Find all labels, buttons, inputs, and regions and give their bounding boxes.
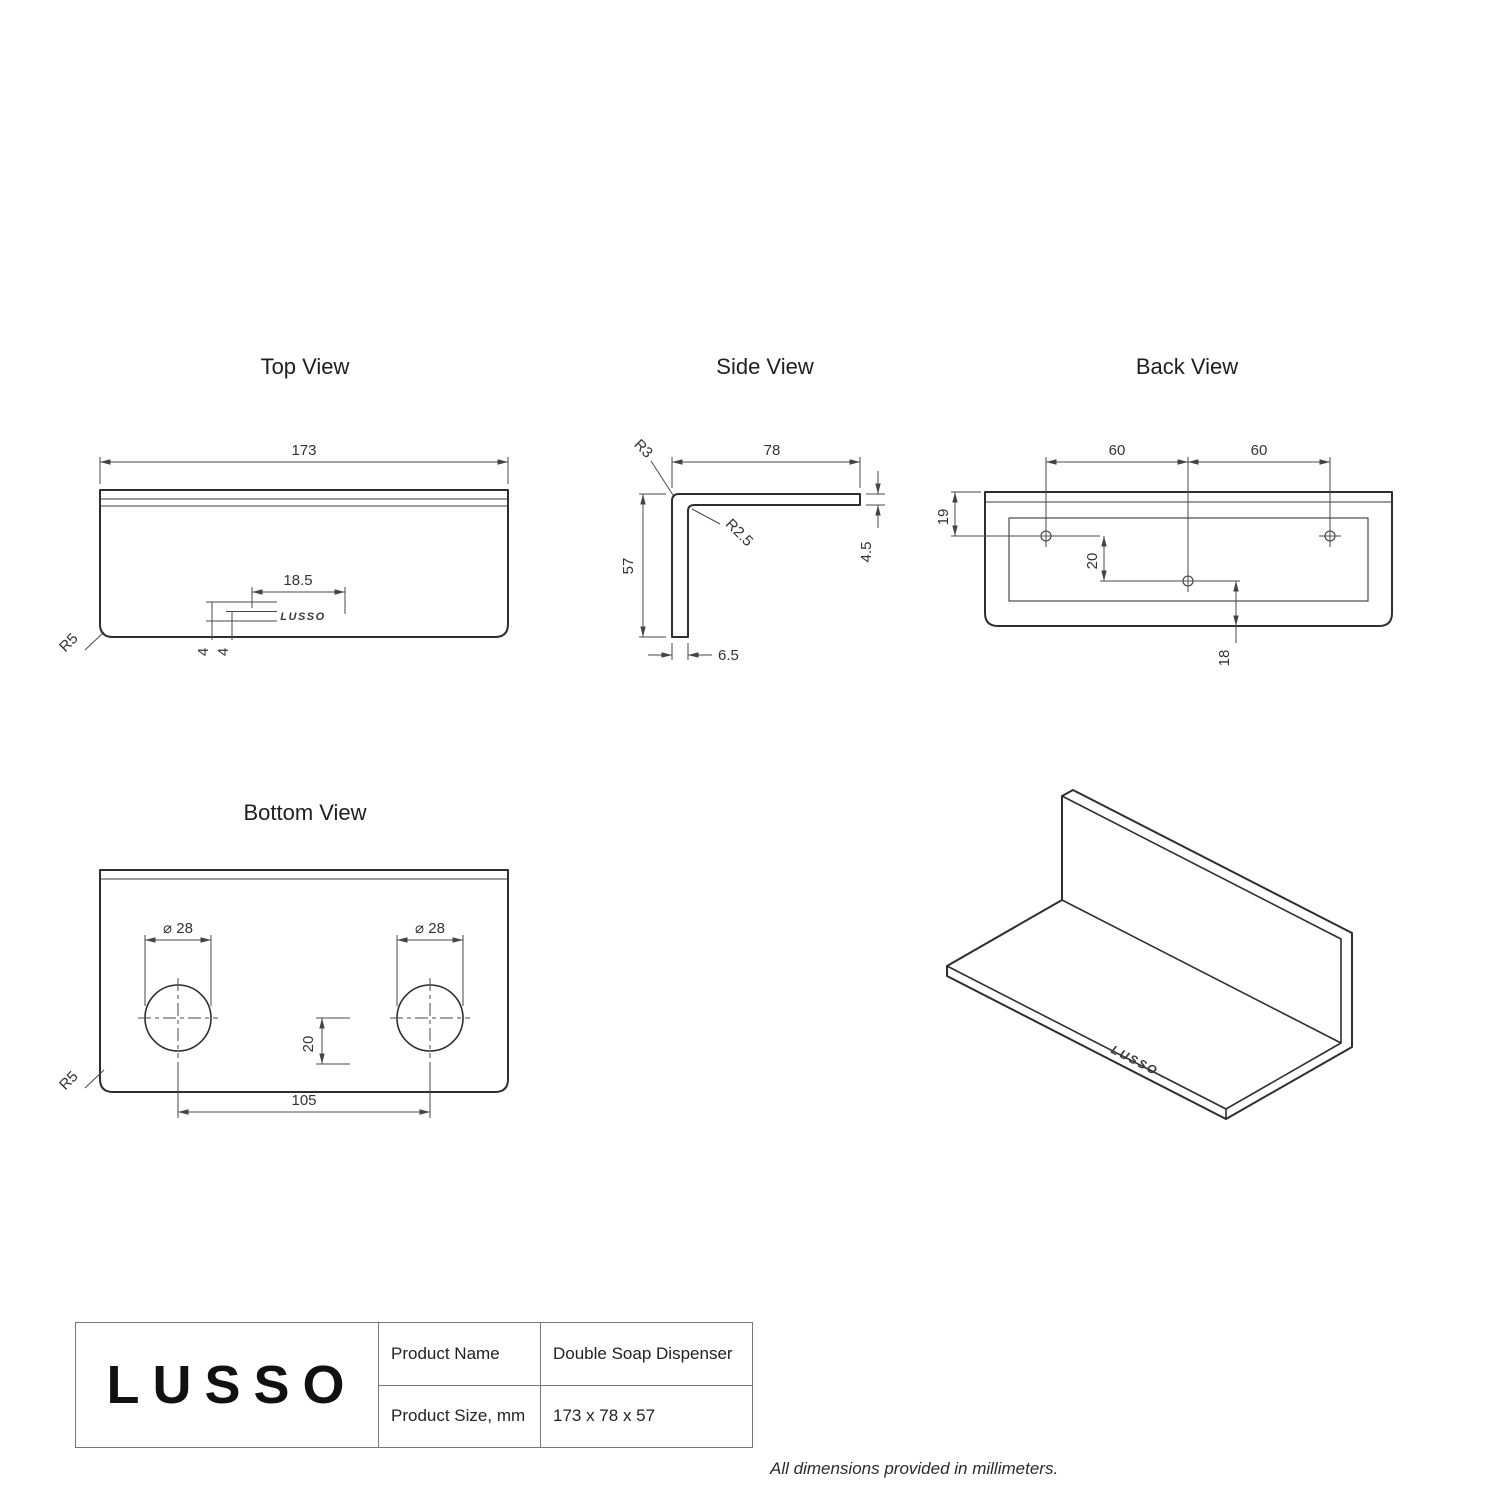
iso-inner-edges xyxy=(946,795,1342,1120)
top-width-dim-label: 173 xyxy=(291,442,316,459)
top-gap1-dim-label: 4 xyxy=(195,648,212,656)
top-gap-dim-lines xyxy=(211,602,233,640)
back-hole-extension-lines xyxy=(1045,457,1331,572)
side-thickness-extension-lines xyxy=(866,493,885,506)
mounting-hole-right xyxy=(1319,525,1341,547)
bottom-view-outline xyxy=(99,869,509,1093)
top-offset-dim-label: 18.5 xyxy=(283,572,312,589)
top-gap2-dim-label: 4 xyxy=(215,648,232,656)
spacing-dim-label: 105 xyxy=(291,1092,316,1109)
side-rinner-label: R2.5 xyxy=(722,516,756,550)
bottom-center-dim-label: 20 xyxy=(300,1036,317,1053)
product-name-label: Product Name xyxy=(379,1323,541,1385)
side-height-dim-label: 57 xyxy=(620,558,637,575)
brand-logo: LUSSO xyxy=(76,1323,379,1447)
back-view-title: Back View xyxy=(1135,354,1239,379)
bottom-radius-leader xyxy=(84,1069,105,1089)
iso-silhouette xyxy=(946,789,1353,1120)
bottom-center-extension-lines xyxy=(316,1017,350,1065)
dia-left-dim-label: ⌀ 28 xyxy=(163,920,193,937)
back-bottom-extension-lines xyxy=(1199,580,1240,643)
back-top-extension-lines xyxy=(951,491,1035,537)
top-view-outline xyxy=(99,489,509,638)
back-view-outline xyxy=(984,491,1393,627)
side-view-title: Side View xyxy=(716,354,814,379)
top-radius-leader xyxy=(84,631,105,651)
bottom-view-title: Bottom View xyxy=(243,800,367,825)
top-width-extension-lines xyxy=(99,457,509,484)
side-thickness-dim-label: 4.5 xyxy=(858,542,875,563)
dia-right-extension-lines xyxy=(396,935,464,1006)
bottom-radius-label: R5 xyxy=(56,1068,82,1094)
top-gap-extension-lines xyxy=(206,601,277,622)
side-view-outline xyxy=(671,493,861,638)
mounting-hole-left xyxy=(1035,525,1057,547)
back-bottom-dim-label: 18 xyxy=(1216,650,1233,667)
side-depth-dim-label: 78 xyxy=(764,442,781,459)
isometric-view-drawing: LUSSO xyxy=(946,789,1353,1120)
hole-left-centerlines xyxy=(138,978,218,1058)
top-offset-extension-lines xyxy=(251,587,346,614)
spacing-extension-lines xyxy=(177,1062,431,1118)
side-router-leader xyxy=(650,460,674,496)
top-view-drawing: LUSSO 173 18.5 4 4 R5 xyxy=(56,442,509,656)
side-router-label: R3 xyxy=(630,436,656,462)
mounting-hole-middle xyxy=(1177,570,1199,592)
dia-right-dim-label: ⌀ 28 xyxy=(415,920,445,937)
back-mid-extension-lines xyxy=(1057,535,1177,582)
side-view-drawing: 78 R3 R2.5 57 4.5 6.5 xyxy=(620,436,885,664)
side-rinner-leader xyxy=(691,508,721,525)
top-view-logo-text: LUSSO xyxy=(280,611,325,623)
title-block: LUSSO Product Name Double Soap Dispenser… xyxy=(75,1322,753,1448)
table-row: Product Size, mm 173 x 78 x 57 xyxy=(379,1384,752,1447)
dispenser-hole-right xyxy=(396,984,464,1052)
side-base-dim-label: 6.5 xyxy=(718,647,739,664)
table-row: Product Name Double Soap Dispenser xyxy=(379,1323,752,1385)
dimensions-note: All dimensions provided in millimeters. xyxy=(770,1459,1059,1478)
title-block-table: Product Name Double Soap Dispenser Produ… xyxy=(379,1323,752,1447)
back-view-drawing: 60 60 19 20 18 xyxy=(935,442,1393,667)
dispenser-hole-left xyxy=(144,984,212,1052)
top-view-title: Top View xyxy=(260,354,350,379)
product-size-value: 173 x 78 x 57 xyxy=(553,1406,656,1426)
top-radius-label: R5 xyxy=(56,630,82,656)
product-name-value: Double Soap Dispenser xyxy=(553,1343,733,1363)
back-hole-left-dim-label: 60 xyxy=(1109,442,1126,459)
hole-right-centerlines xyxy=(390,978,470,1058)
back-hole-right-dim-label: 60 xyxy=(1251,442,1268,459)
product-size-label: Product Size, mm xyxy=(379,1385,541,1447)
back-top-dim-label: 19 xyxy=(935,509,952,526)
dia-left-extension-lines xyxy=(144,935,212,1006)
back-mid-dim-label: 20 xyxy=(1084,553,1101,570)
bottom-view-drawing: ⌀ 28 ⌀ 28 20 105 R5 xyxy=(56,869,509,1118)
side-base-extension-lines xyxy=(671,643,689,660)
